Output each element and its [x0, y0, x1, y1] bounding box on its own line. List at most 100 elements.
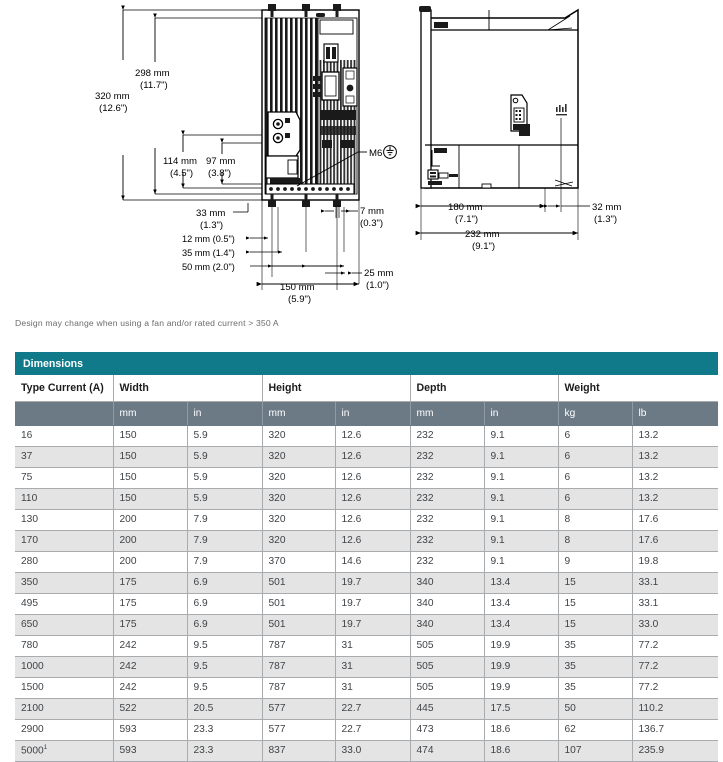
cell-width-in: 9.5: [187, 635, 263, 657]
cell-width-mm: 200: [113, 530, 188, 552]
unit-width-in: in: [187, 401, 263, 426]
cell-depth-mm: 505: [410, 635, 485, 657]
cell-weight-lb: 33.1: [632, 593, 719, 615]
cell-type-current: 650: [15, 614, 114, 636]
group-header-depth: Depth: [410, 375, 559, 402]
unit-blank: [15, 401, 114, 426]
cell-weight-lb: 77.2: [632, 635, 719, 657]
group-header-type-current: Type Current (A): [15, 375, 114, 402]
front-view: M6 320 mm (12.6") 298 mm (11.7"): [95, 4, 397, 305]
dim-114mm: 114 mm: [163, 156, 197, 167]
mounting-bolts-top: [268, 4, 341, 17]
cell-weight-kg: 35: [558, 656, 633, 678]
cell-type-current: 1500: [15, 677, 114, 699]
dim-180in: (7.1"): [455, 214, 478, 225]
cell-weight-lb: 17.6: [632, 530, 719, 552]
table-group-header-row: Type Current (A) Width Height Depth Weig…: [15, 375, 719, 402]
cell-height-mm: 320: [262, 467, 336, 489]
cell-type-current: 2100: [15, 698, 114, 720]
cell-weight-lb: 77.2: [632, 656, 719, 678]
cell-type-current: 2900: [15, 719, 114, 741]
cell-width-mm: 200: [113, 509, 188, 531]
cell-height-in: 12.6: [335, 467, 411, 489]
cell-width-in: 23.3: [187, 719, 263, 741]
cell-height-in: 31: [335, 635, 411, 657]
cell-weight-lb: 33.1: [632, 572, 719, 594]
cell-width-mm: 150: [113, 488, 188, 510]
cell-weight-kg: 15: [558, 614, 633, 636]
cell-weight-lb: 136.7: [632, 719, 719, 741]
cell-type-current: 37: [15, 446, 114, 468]
unit-weight-lb: lb: [632, 401, 719, 426]
dim-25mm: 25 mm: [364, 268, 393, 279]
cell-width-mm: 242: [113, 677, 188, 699]
cell-depth-in: 9.1: [484, 551, 559, 573]
cell-depth-in: 17.5: [484, 698, 559, 720]
cell-weight-lb: 110.2: [632, 698, 719, 720]
table-title-row: Dimensions: [15, 352, 719, 375]
cell-type-current: 75: [15, 467, 114, 489]
dimensions-table-container: Dimensions Type Current (A) Width Height…: [15, 352, 719, 762]
cell-width-mm: 175: [113, 572, 188, 594]
cell-height-mm: 787: [262, 635, 336, 657]
cell-type-current: 110: [15, 488, 114, 510]
cell-depth-mm: 340: [410, 572, 485, 594]
dim-33in: (1.3"): [200, 220, 223, 231]
cell-depth-mm: 232: [410, 551, 485, 573]
cell-width-mm: 150: [113, 425, 188, 447]
cell-width-mm: 150: [113, 467, 188, 489]
cell-depth-mm: 232: [410, 467, 485, 489]
group-header-weight: Weight: [558, 375, 719, 402]
cell-height-mm: 370: [262, 551, 336, 573]
cell-height-in: 31: [335, 656, 411, 678]
cell-depth-in: 9.1: [484, 446, 559, 468]
unit-height-in: in: [335, 401, 411, 426]
cell-height-mm: 320: [262, 530, 336, 552]
drawing-canvas: M6 320 mm (12.6") 298 mm (11.7"): [95, 4, 621, 305]
cell-depth-in: 18.6: [484, 719, 559, 741]
cell-height-mm: 787: [262, 656, 336, 678]
ground-icon: [383, 145, 397, 159]
cell-height-in: 12.6: [335, 530, 411, 552]
cell-depth-in: 13.4: [484, 614, 559, 636]
cell-height-mm: 501: [262, 572, 336, 594]
cell-depth-mm: 445: [410, 698, 485, 720]
cell-width-in: 7.9: [187, 530, 263, 552]
cell-height-in: 14.6: [335, 551, 411, 573]
cell-type-current: 350: [15, 572, 114, 594]
cell-width-in: 6.9: [187, 614, 263, 636]
cell-type-current: 780: [15, 635, 114, 657]
cell-weight-kg: 6: [558, 446, 633, 468]
cell-weight-kg: 6: [558, 488, 633, 510]
cell-width-mm: 150: [113, 446, 188, 468]
cell-depth-in: 9.1: [484, 488, 559, 510]
dim-97in: (3.8"): [208, 168, 231, 179]
side-view: 180 mm (7.1") 32 mm (1.3") 232 mm (9.1"): [415, 6, 621, 252]
dim-97mm: 97 mm: [206, 156, 235, 167]
cell-weight-kg: 8: [558, 530, 633, 552]
cell-width-in: 9.5: [187, 677, 263, 699]
cell-depth-mm: 232: [410, 509, 485, 531]
cell-width-in: 7.9: [187, 551, 263, 573]
cell-width-mm: 175: [113, 614, 188, 636]
cell-depth-mm: 232: [410, 488, 485, 510]
cell-type-current: 495: [15, 593, 114, 615]
cell-width-mm: 200: [113, 551, 188, 573]
cell-type-current: 1000: [15, 656, 114, 678]
cell-weight-kg: 6: [558, 467, 633, 489]
cell-height-in: 22.7: [335, 719, 411, 741]
dim-298in: (11.7"): [140, 80, 168, 91]
cell-weight-kg: 9: [558, 551, 633, 573]
cell-depth-mm: 340: [410, 593, 485, 615]
cell-type-current: 280: [15, 551, 114, 573]
cell-depth-in: 19.9: [484, 656, 559, 678]
cell-height-mm: 577: [262, 698, 336, 720]
dim-7in: (0.3"): [360, 218, 383, 229]
